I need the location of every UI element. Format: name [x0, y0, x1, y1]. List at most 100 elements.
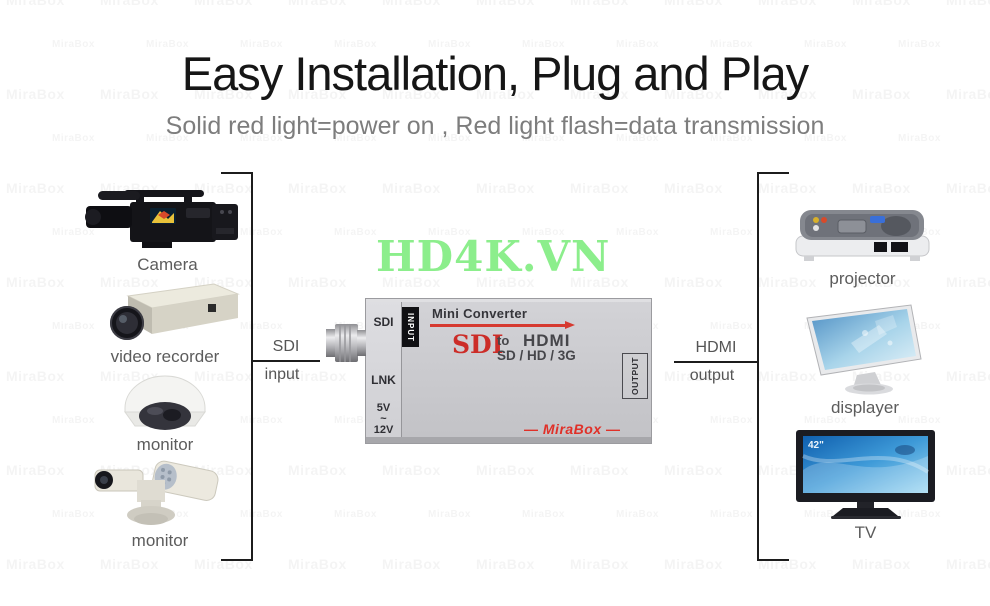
watermark-tile: MiraBox [382, 180, 441, 196]
watermark-tile: MiraBox [288, 462, 347, 478]
box-camera-icon [110, 283, 240, 340]
watermark-tile: MiraBox [804, 39, 847, 50]
power-tilde: ~ [380, 413, 387, 425]
watermark-tile: MiraBox [946, 86, 990, 102]
watermark-tile: MiraBox [570, 274, 629, 290]
watermark-tile: MiraBox [710, 39, 753, 50]
watermark-tile: MiraBox [146, 133, 189, 144]
watermark-tile: MiraBox [570, 556, 629, 572]
right-bracket-top-arm [757, 172, 789, 174]
watermark-tile: MiraBox [382, 556, 441, 572]
watermark-tile: MiraBox [6, 180, 65, 196]
watermark-tile: MiraBox [334, 509, 377, 520]
watermark-tile: MiraBox [758, 274, 817, 290]
watermark-tile: MiraBox [6, 556, 65, 572]
watermark-tile: MiraBox [334, 227, 377, 238]
watermark-tile: MiraBox [946, 274, 990, 290]
left-bracket-top-arm [221, 172, 253, 174]
watermark-tile: MiraBox [240, 39, 283, 50]
watermark-tile: MiraBox [428, 509, 471, 520]
tv-size-badge: 42" [808, 440, 824, 451]
watermark-tile: MiraBox [428, 39, 471, 50]
watermark-tile: MiraBox [664, 462, 723, 478]
watermark-tile: MiraBox [428, 133, 471, 144]
watermark-tile: MiraBox [240, 509, 283, 520]
watermark-tile: MiraBox [852, 274, 911, 290]
watermark-tile: MiraBox [758, 368, 817, 384]
input-tab-label: INPUT [406, 312, 415, 342]
left-bracket-bottom-arm [221, 559, 253, 561]
page-title: Easy Installation, Plug and Play [181, 47, 809, 100]
watermark-tile: MiraBox [476, 86, 535, 102]
output-device-tv: 42" TV [793, 428, 938, 543]
device-label: projector [829, 269, 896, 288]
watermark-tile: MiraBox [710, 415, 753, 426]
watermark-tile: MiraBox [898, 133, 941, 144]
sdi-connection-line [252, 360, 320, 362]
watermark-tile: MiraBox [240, 133, 283, 144]
device-label: video recorder [110, 347, 220, 366]
watermark-tile: MiraBox [664, 0, 723, 8]
monitor-display-icon [806, 304, 922, 395]
watermark-tile: MiraBox [946, 462, 990, 478]
device-label: Camera [137, 255, 198, 274]
red-arrow-icon [430, 321, 575, 329]
watermark-tile: MiraBox [946, 556, 990, 572]
watermark-tile: MiraBox [6, 0, 65, 8]
watermark-tile: MiraBox [946, 180, 990, 196]
watermark-tile: MiraBox [334, 133, 377, 144]
watermark-tile: MiraBox [382, 274, 441, 290]
page-subtitle: Solid red light=power on , Red light fla… [165, 112, 825, 140]
watermark-tile: MiraBox [476, 0, 535, 8]
watermark-tile: MiraBox [758, 86, 817, 102]
watermark-tile: MiraBox [288, 274, 347, 290]
watermark-tile: MiraBox [288, 180, 347, 196]
signal-from-label: SDI [452, 330, 504, 359]
watermark-tile: MiraBox [852, 86, 911, 102]
watermark-tile: MiraBox [522, 133, 565, 144]
watermark-tile: MiraBox [6, 368, 65, 384]
watermark-tile: MiraBox [522, 39, 565, 50]
watermark-tile: MiraBox [52, 509, 95, 520]
watermark-tile: MiraBox [898, 509, 941, 520]
sdi-direction-label: input [264, 366, 300, 383]
source-device-dome-monitor: monitor [95, 370, 235, 455]
watermark-tile: MiraBox [428, 227, 471, 238]
dome-camera-icon [124, 375, 206, 430]
watermark-tile: MiraBox [570, 0, 629, 8]
watermark-tile: MiraBox [710, 133, 753, 144]
watermark-tile: MiraBox [52, 39, 95, 50]
source-device-video-recorder: video recorder [85, 282, 245, 367]
watermark-tile: MiraBox [664, 368, 723, 384]
left-bracket-line [251, 172, 253, 561]
watermark-tile: MiraBox [6, 86, 65, 102]
watermark-tile: MiraBox [664, 274, 723, 290]
watermark-tile: MiraBox [288, 0, 347, 8]
watermark-tile: MiraBox [146, 39, 189, 50]
watermark-tile: MiraBox [100, 368, 159, 384]
mini-converter-device: SDI LNK 5V ~ 12V INPUT Mini Converter SD… [326, 298, 652, 444]
output-port-box: OUTPUT [622, 353, 648, 399]
watermark-tile: MiraBox [804, 415, 847, 426]
watermark-tile: MiraBox [664, 556, 723, 572]
output-device-displayer: displayer [795, 303, 935, 418]
projector-icon [795, 210, 930, 261]
watermark-tile: MiraBox [194, 368, 253, 384]
tv-icon: 42" [796, 430, 935, 519]
watermark-tile: MiraBox [240, 321, 283, 332]
watermark-tile: MiraBox [240, 227, 283, 238]
watermark-tile: MiraBox [100, 556, 159, 572]
converter-side-panel: SDI LNK 5V ~ 12V [366, 299, 402, 443]
watermark-tile: MiraBox [382, 0, 441, 8]
watermark-tile: MiraBox [52, 415, 95, 426]
watermark-tile: MiraBox [946, 0, 990, 8]
watermark-tile: MiraBox [710, 509, 753, 520]
power-range-label: 5V ~ 12V [366, 403, 401, 436]
hdmi-connection-line [674, 361, 758, 363]
watermark-tile: MiraBox [522, 509, 565, 520]
watermark-tile: MiraBox [288, 368, 347, 384]
sdi-signal-label: SDI [272, 338, 300, 355]
watermark-tile: MiraBox [240, 415, 283, 426]
output-device-projector: projector [790, 202, 935, 289]
